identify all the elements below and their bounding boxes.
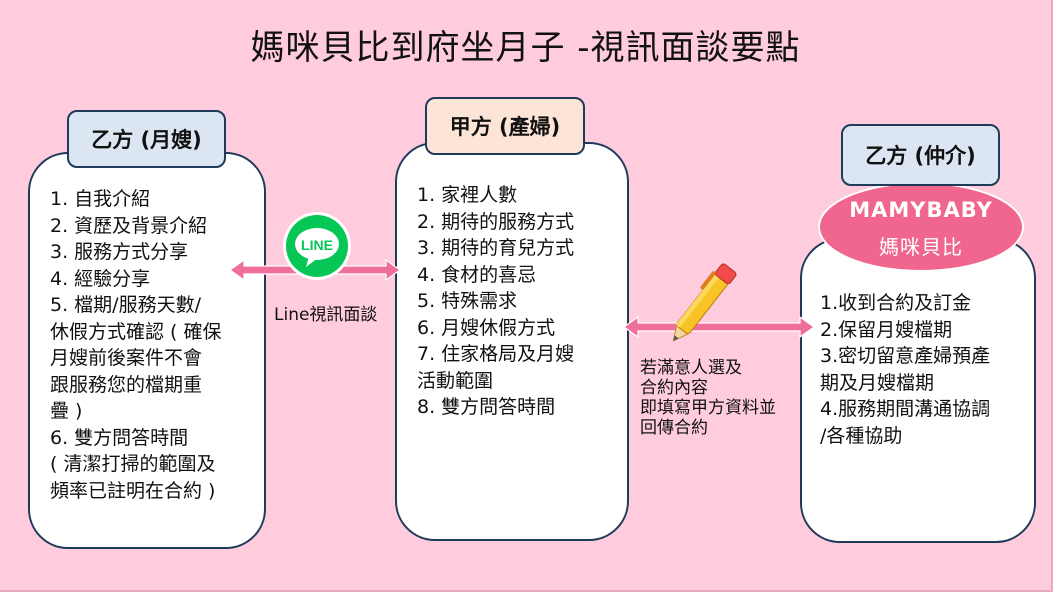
list-item: 5. 檔期/服務天數/ (50, 294, 201, 316)
list-item: 跟服務您的檔期重 (50, 373, 203, 396)
list-item: 2.保留月嫂檔期 (820, 318, 953, 341)
brand-chinese-name: 媽咪貝比 (879, 235, 963, 259)
caption-line: 回傳合約 (640, 418, 708, 438)
left-party-list: 1. 自我介紹 2. 資歷及背景介紹 3. 服務方式分享 4. 經驗分享 5. … (50, 186, 222, 504)
line-video-caption: Line視訊面談 (274, 305, 378, 325)
list-item: 7. 住家格局及月嫂 (417, 343, 575, 365)
list-item: ( 清潔打掃的範圍及 (50, 453, 216, 475)
list-item: 8. 雙方問答時間 (417, 396, 556, 418)
caption-line: 即填寫甲方資料並 (640, 398, 776, 418)
brand-badge: MAMYBABY 媽咪貝比 (818, 182, 1024, 272)
list-item: /各種協助 (820, 424, 903, 447)
brand-name: MAMYBABY (849, 198, 993, 222)
list-item: 活動範圍 (417, 369, 494, 392)
right-party-label: 乙方 (仲介) (841, 124, 1000, 186)
list-item: 1. 自我介紹 (50, 188, 151, 210)
list-item: 月嫂前後案件不會 (50, 347, 203, 369)
page-title: 媽咪貝比到府坐月子 -視訊面談要點 (250, 28, 801, 68)
list-item: 3. 期待的育兒方式 (417, 237, 575, 259)
middle-party-list: 1. 家裡人數 2. 期待的服務方式 3. 期待的育兒方式 4. 食材的喜忌 5… (417, 182, 574, 421)
list-item: 2. 期待的服務方式 (417, 210, 575, 233)
pen-icon (672, 263, 737, 342)
caption-line: 若滿意人選及 (640, 358, 742, 378)
contract-signing-caption: 若滿意人選及 合約內容 即填寫甲方資料並 回傳合約 (640, 358, 776, 438)
list-item: 4.服務期間溝通協調 (820, 398, 991, 420)
list-item: 期及月嫂檔期 (820, 371, 935, 394)
left-party-card (28, 152, 266, 549)
list-item: 6. 月嫂休假方式 (417, 316, 556, 339)
right-party-card (800, 238, 1036, 543)
line-app-icon: LINE (283, 212, 351, 280)
list-item: 休假方式確認 ( 確保 (50, 320, 222, 343)
caption-line: 合約內容 (640, 378, 708, 398)
list-item: 5. 特殊需求 (417, 290, 518, 312)
left-party-label: 乙方 (月嫂) (67, 110, 226, 168)
right-party-list: 1.收到合約及訂金 2.保留月嫂檔期 3.密切留意產婦預產 期及月嫂檔期 4.服… (820, 290, 990, 449)
list-item: 4. 經驗分享 (50, 267, 151, 290)
list-item: 頻率已註明在合約 ) (50, 479, 216, 502)
list-item: 4. 食材的喜忌 (417, 263, 537, 286)
list-item: 6. 雙方問答時間 (50, 426, 189, 449)
list-item: 2. 資歷及背景介紹 (50, 214, 208, 237)
list-item: 3. 服務方式分享 (50, 241, 189, 263)
line-logo-text: LINE (301, 237, 333, 253)
list-item: 1. 家裡人數 (417, 184, 518, 206)
list-item: 疊 ) (50, 400, 83, 422)
middle-party-label: 甲方 (產婦) (425, 97, 585, 155)
right-double-arrow (622, 315, 816, 339)
list-item: 3.密切留意產婦預產 (820, 345, 991, 367)
list-item: 1.收到合約及訂金 (820, 292, 972, 314)
